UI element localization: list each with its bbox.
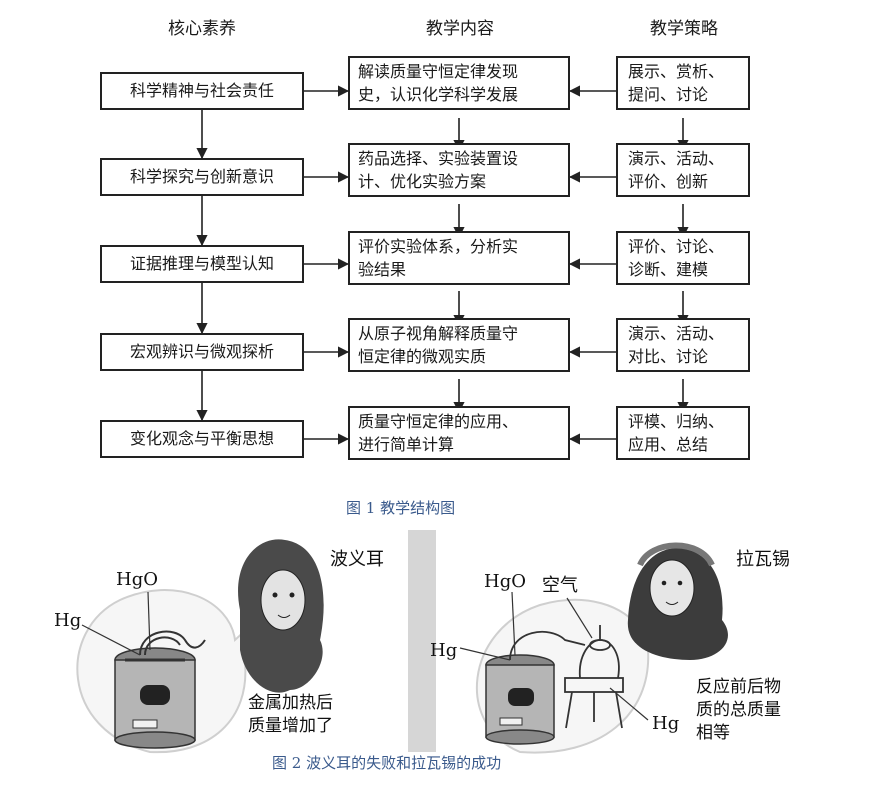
- content-box-5: 质量守恒定律的应用、进行简单计算: [348, 406, 570, 460]
- content-box-2: 药品选择、实验装置设计、优化实验方案: [348, 143, 570, 197]
- header-strategy: 教学策略: [650, 19, 718, 39]
- strategy-box-1: 展示、赏析、提问、讨论: [616, 56, 750, 110]
- content-box-3: 评价实验体系，分析实验结果: [348, 231, 570, 285]
- header-core: 核心素养: [168, 19, 236, 39]
- strategy-box-5: 评模、归纳、应用、总结: [616, 406, 750, 460]
- core-box-5: 变化观念与平衡思想: [100, 420, 304, 458]
- left-hgo-leader: [147, 591, 151, 651]
- core-box-1: 科学精神与社会责任: [100, 72, 304, 110]
- core-box-2: 科学探究与创新意识: [100, 158, 304, 196]
- right-hgo-leader: [511, 591, 516, 656]
- right-stove-icon: [485, 654, 555, 745]
- right-hgo-label: HgO: [484, 571, 526, 592]
- content-box-4: 从原子视角解释质量守恒定律的微观实质: [348, 318, 570, 372]
- lavoisier-name: 拉瓦锡: [736, 549, 790, 570]
- right-hg-right-leader: [609, 687, 649, 721]
- left-hgo-label: HgO: [116, 569, 158, 590]
- divider-bar: [408, 530, 436, 752]
- boyle-name: 波义耳: [330, 549, 384, 570]
- right-apparatus-icon: [509, 625, 624, 729]
- left-hg-label: Hg: [54, 610, 82, 631]
- lavoisier-portrait-icon: [627, 542, 728, 660]
- boyle-portrait-icon: [238, 539, 324, 693]
- figure1-caption: 图 1 教学结构图: [346, 499, 456, 517]
- right-hg-right-label: Hg: [652, 713, 680, 734]
- left-hg-leader: [81, 624, 141, 656]
- left-note: 金属加热后质量增加了: [248, 693, 333, 736]
- figure2-caption: 图 2 波义耳的失败和拉瓦锡的成功: [272, 754, 502, 772]
- right-air-label: 空气: [542, 575, 578, 596]
- strategy-box-2: 演示、活动、评价、创新: [616, 143, 750, 197]
- strategy-box-4: 演示、活动、对比、讨论: [616, 318, 750, 372]
- right-hg-left-leader: [459, 647, 511, 661]
- right-air-leader: [566, 597, 593, 639]
- header-content: 教学内容: [426, 19, 494, 39]
- right-hg-left-label: Hg: [430, 640, 458, 661]
- content-box-1: 解读质量守恒定律发现史，认识化学科学发展: [348, 56, 570, 110]
- core-box-4: 宏观辨识与微观探析: [100, 333, 304, 371]
- left-retort-icon: [139, 630, 206, 656]
- right-note: 反应前后物质的总质量相等: [696, 677, 781, 743]
- left-stove-icon: [114, 647, 196, 749]
- strategy-box-3: 评价、讨论、诊断、建模: [616, 231, 750, 285]
- core-box-3: 证据推理与模型认知: [100, 245, 304, 283]
